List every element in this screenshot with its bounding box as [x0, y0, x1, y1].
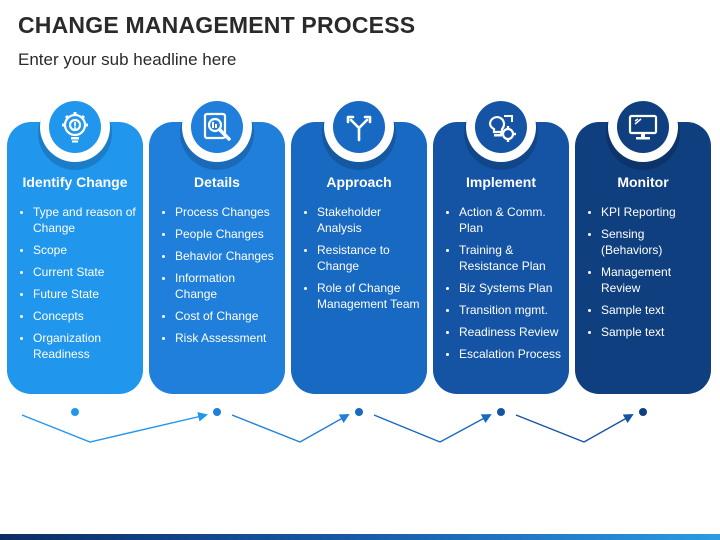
split-arrows-icon: [333, 101, 385, 153]
icon-circle: [466, 92, 536, 162]
bulb-gear-icon: [475, 101, 527, 153]
bottom-accent-bar: [0, 534, 720, 540]
list-item: Sensing (Behaviors): [601, 226, 705, 258]
card-title: Details: [194, 174, 240, 190]
list-item: Management Review: [601, 264, 705, 296]
card-title: Monitor: [617, 174, 669, 190]
card-title: Identify Change: [22, 174, 128, 190]
list-item: Cost of Change: [175, 308, 279, 324]
list-item: Sample text: [601, 302, 705, 318]
icon-circle: !: [40, 92, 110, 162]
list-item: Escalation Process: [459, 346, 563, 362]
monitor-icon: [617, 101, 669, 153]
icon-circle: [608, 92, 678, 162]
list-item: Transition mgmt.: [459, 302, 563, 318]
list-item: Scope: [33, 242, 137, 258]
list-item: Resistance to Change: [317, 242, 421, 274]
card-list: Process Changes People Changes Behavior …: [161, 204, 279, 352]
list-item: Role of Change Management Team: [317, 280, 421, 312]
list-item: People Changes: [175, 226, 279, 242]
card-list: KPI Reporting Sensing (Behaviors) Manage…: [587, 204, 705, 346]
card-title: Implement: [465, 174, 536, 190]
list-item: Risk Assessment: [175, 330, 279, 346]
list-item: Biz Systems Plan: [459, 280, 563, 296]
process-connector: [21, 408, 647, 443]
list-item: Process Changes: [175, 204, 279, 220]
page-subtitle: Enter your sub headline here: [18, 50, 237, 69]
magnifier-document-icon: [191, 101, 243, 153]
list-item: Sample text: [601, 324, 705, 340]
card-approach: Approach Stakeholder Analysis Resistance…: [291, 92, 427, 394]
list-item: Information Change: [175, 270, 279, 302]
card-list: Action & Comm. Plan Training & Resistanc…: [445, 204, 563, 368]
card-list: Type and reason of Change Scope Current …: [19, 204, 137, 368]
list-item: Current State: [33, 264, 137, 280]
page-title: CHANGE MANAGEMENT PROCESS: [18, 12, 416, 38]
list-item: KPI Reporting: [601, 204, 705, 220]
list-item: Behavior Changes: [175, 248, 279, 264]
list-item: Readiness Review: [459, 324, 563, 340]
card-identify-change: ! Identify Change Type and reason of Cha…: [7, 92, 143, 394]
list-item: Future State: [33, 286, 137, 302]
card-monitor: Monitor KPI Reporting Sensing (Behaviors…: [575, 92, 711, 394]
card-implement: Implement Action & Comm. Plan Training &…: [433, 92, 569, 394]
icon-circle: [182, 92, 252, 162]
card-list: Stakeholder Analysis Resistance to Chang…: [303, 204, 421, 318]
list-item: Concepts: [33, 308, 137, 324]
list-item: Organization Readiness: [33, 330, 137, 362]
card-title: Approach: [326, 174, 392, 190]
icon-circle: [324, 92, 394, 162]
list-item: Training & Resistance Plan: [459, 242, 563, 274]
card-details: Details Process Changes People Changes B…: [149, 92, 285, 394]
list-item: Stakeholder Analysis: [317, 204, 421, 236]
list-item: Action & Comm. Plan: [459, 204, 563, 236]
gear-bulb-icon: !: [49, 101, 101, 153]
svg-text:!: !: [73, 121, 78, 132]
list-item: Type and reason of Change: [33, 204, 137, 236]
connector-dots: [71, 408, 647, 416]
